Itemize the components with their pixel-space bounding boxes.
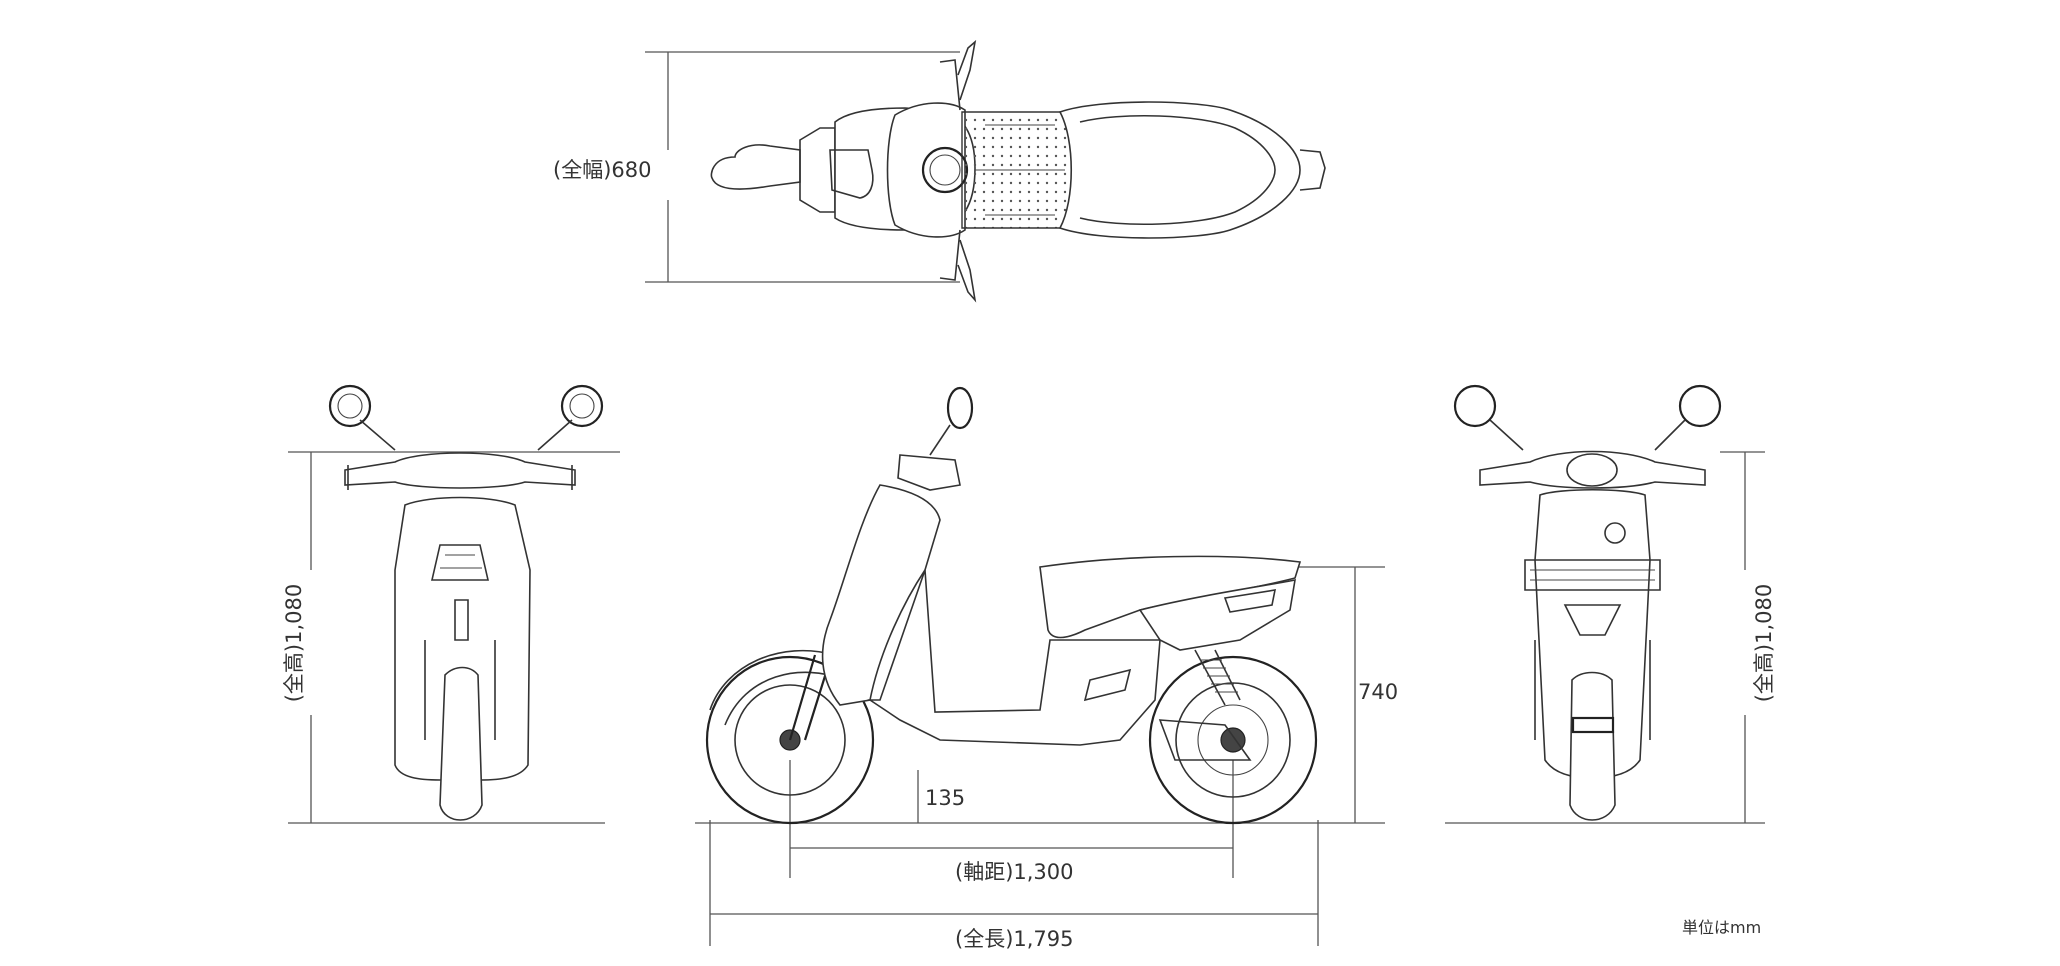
side-rear-wheel [1148,655,1318,825]
front-wheel [439,666,483,821]
rear-mirror-left [1453,384,1497,428]
seat-height-label: 740 [1358,680,1399,704]
top-handlebar-body [886,102,966,238]
front-height-dimension-line [288,451,620,824]
side-mirror [946,386,974,430]
side-front-shield [821,484,941,706]
side-rear-body [1138,578,1296,651]
side-taillight [1223,589,1277,613]
front-handlebar [344,452,576,489]
rear-height-label: (全高)1,080 [1752,583,1776,703]
rear-taillight [1524,559,1661,591]
wheelbase-label: (軸距)1,300 [955,860,1074,884]
overall-width-label: (全幅)680 [553,158,652,182]
front-view [288,384,620,824]
ground-clearance-label: 135 [925,786,966,810]
overall-length-label: (全長)1,795 [955,927,1074,951]
side-view [695,386,1385,946]
front-headlight [430,544,490,581]
top-mirror-left [957,39,977,101]
rear-height-dimension-line [1445,451,1765,824]
top-mirror-right [957,239,977,303]
rear-plate-light [1571,716,1615,734]
front-body [394,496,531,781]
top-seat [1058,101,1301,239]
rear-body [1534,488,1651,779]
rear-license-bracket [1563,604,1622,636]
top-rear-tail [710,144,801,190]
side-handlebar [897,454,961,491]
rear-handlebar [1479,450,1706,489]
unit-note: 単位はmm [1682,918,1762,937]
wheelbase-dimension-line [789,760,1234,878]
side-reflector [1083,668,1132,702]
side-front-wheel [705,655,875,825]
top-view [645,39,1326,303]
front-mirror-left [328,384,372,428]
top-tail-grab [1299,149,1326,191]
width-dimension-line [645,51,960,283]
rear-meter [1566,453,1618,487]
rear-wheel [1569,671,1616,821]
rear-mirror-right [1678,384,1722,428]
length-dimension-line [709,820,1319,946]
top-headlight [829,149,874,199]
front-height-label: (全高)1,080 [282,583,306,703]
front-mirror-right [560,384,604,428]
rear-view [1445,384,1765,824]
top-rear-fender [799,127,836,213]
